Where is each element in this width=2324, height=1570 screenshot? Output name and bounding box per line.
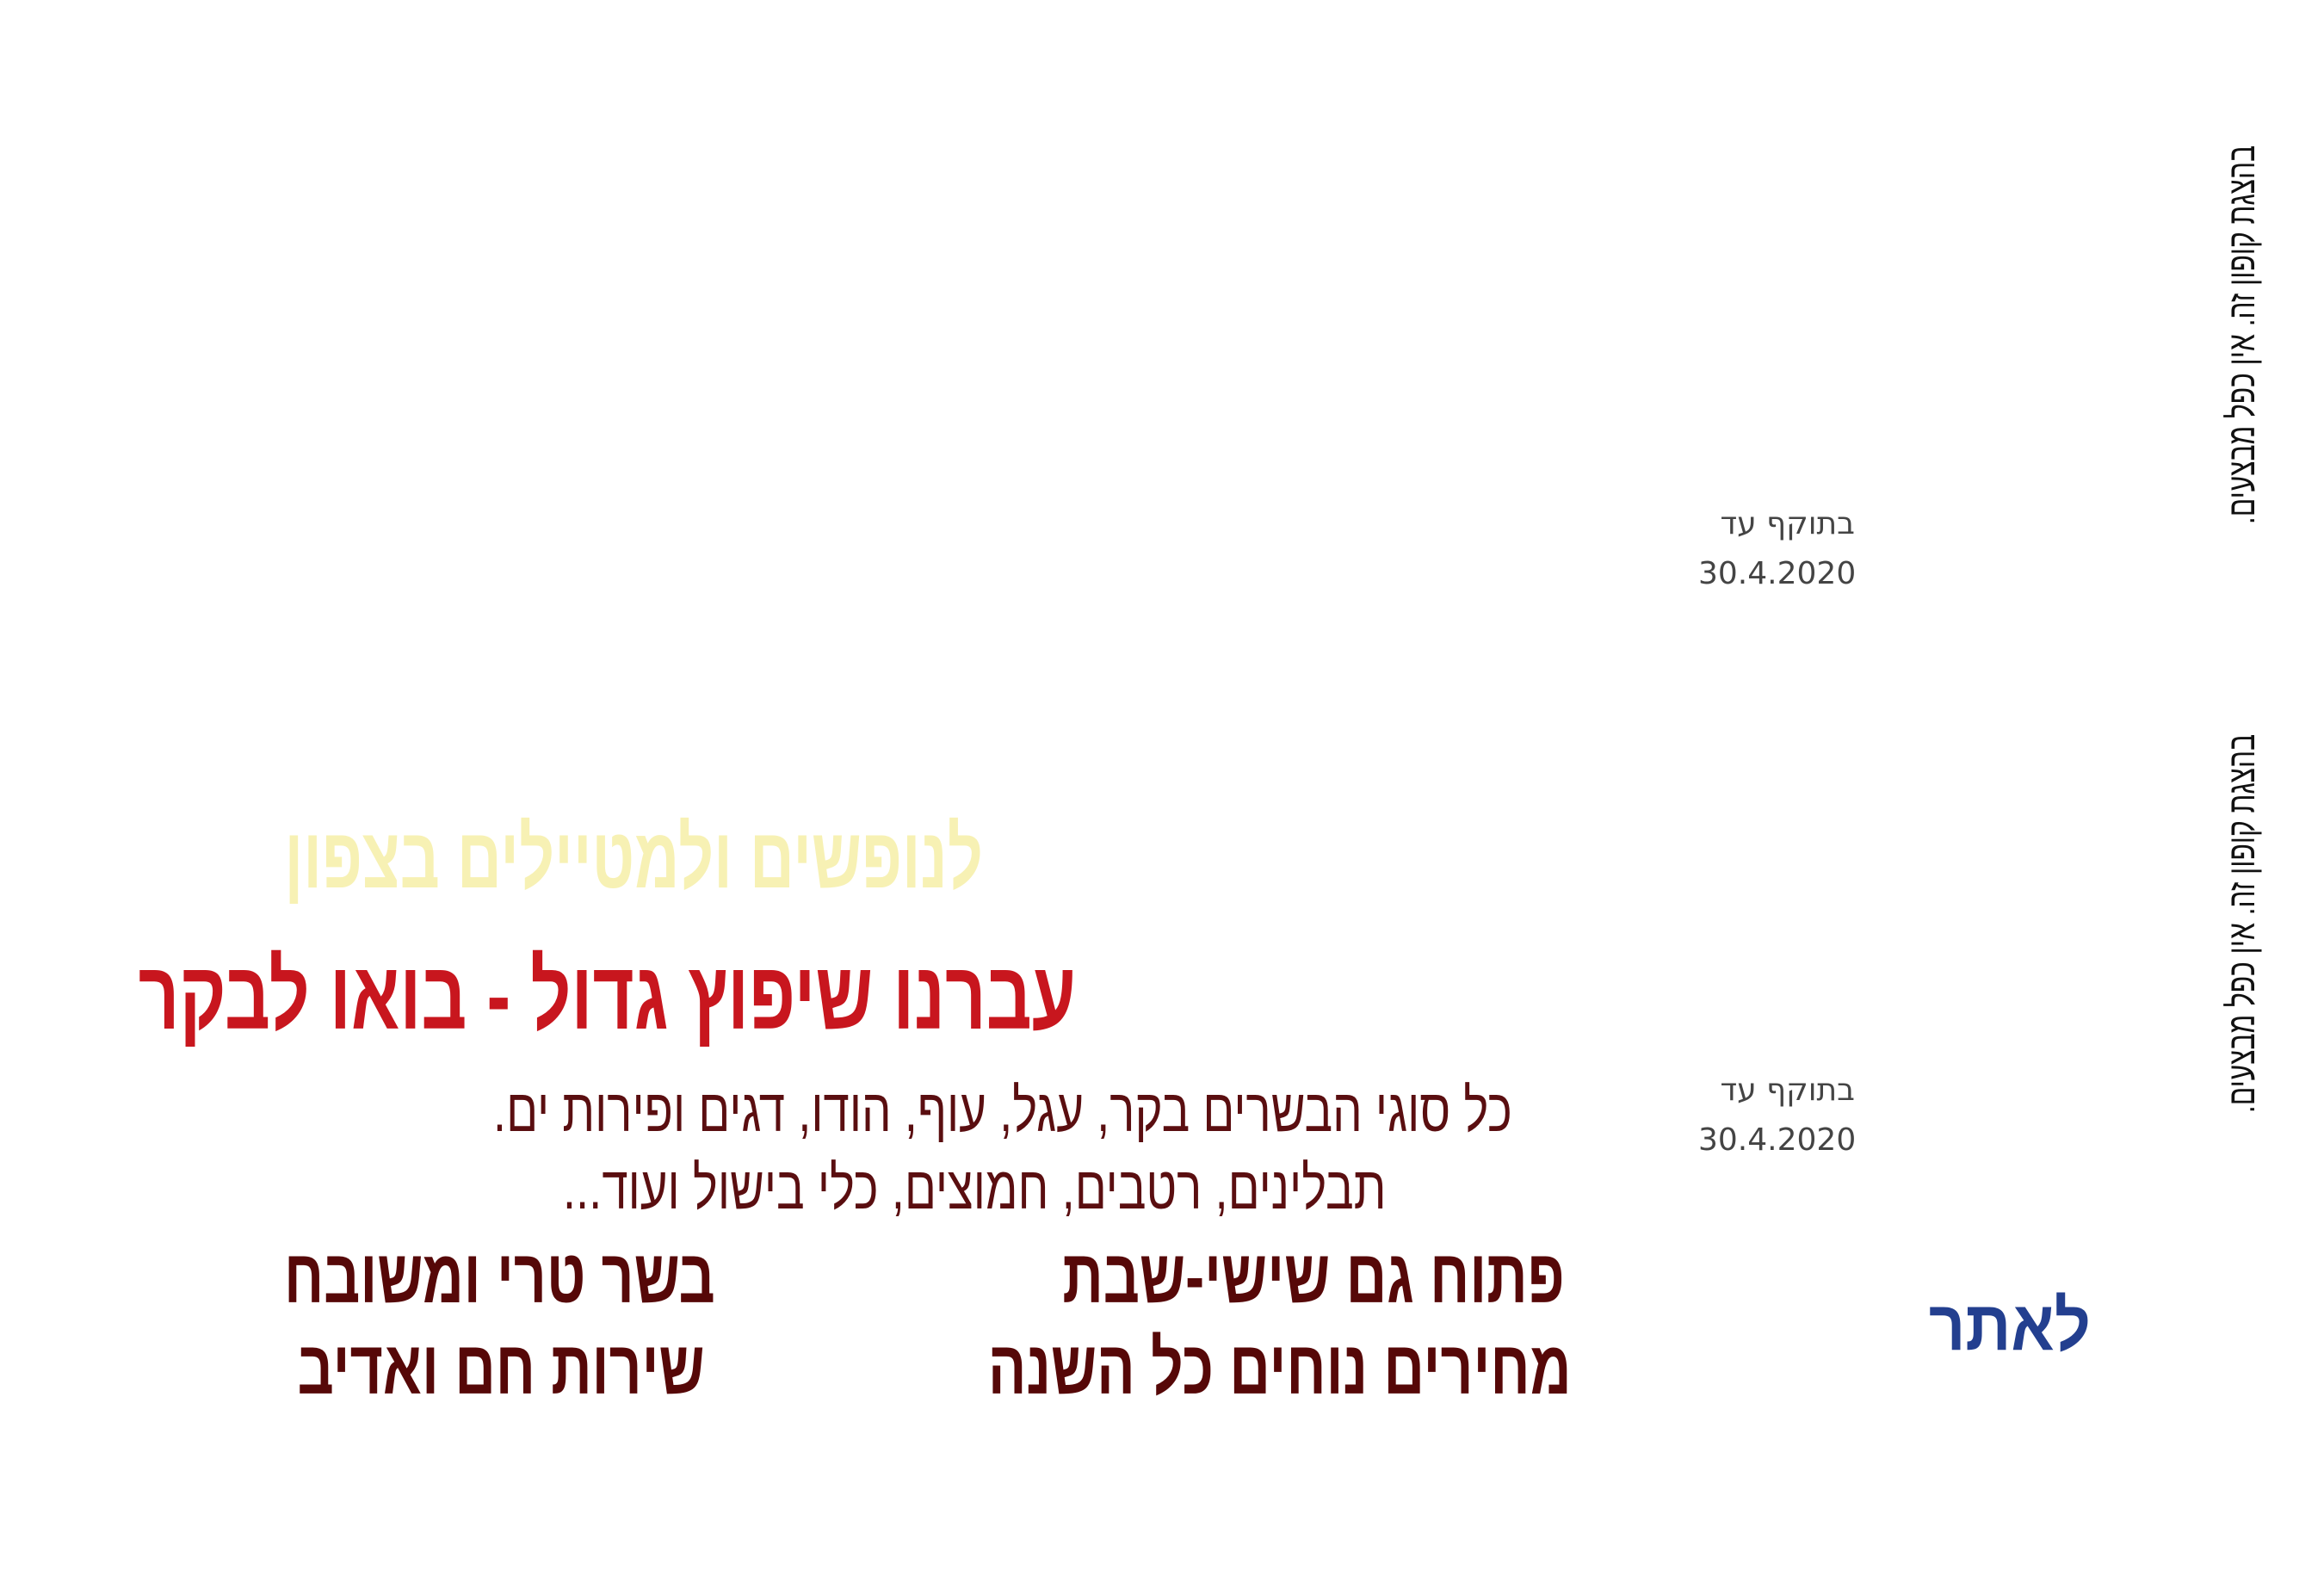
disclaimer-text: בהצגת קופון זה. אין כפל מבצעים. bbox=[2221, 733, 2263, 1114]
feature-fresh-meat: בשר טרי ומשובח bbox=[284, 1233, 715, 1319]
disclaimer-text: בהצגת קופון זה. אין כפל מבצעים. bbox=[2221, 145, 2263, 525]
tagline: לנופשים ולמטיילים בצפון bbox=[284, 810, 983, 906]
feature-open-weekend: פתוח גם שישי-שבת bbox=[1062, 1233, 1565, 1319]
valid-date: 30.4.2020 bbox=[1698, 1122, 1857, 1158]
valid-label: בתוקף עד bbox=[1720, 1072, 1855, 1108]
feature-prices: מחירים נוחים כל השנה bbox=[988, 1325, 1572, 1410]
description-line-2: תבלינים, רטבים, חמוצים, כלי בישול ועוד..… bbox=[562, 1154, 1386, 1221]
coupon-validity-1: בתוקף עד 30.4.2020 bbox=[1698, 499, 1856, 599]
coupon-validity-2: בתוקף עד 30.4.2020 bbox=[1698, 1066, 1856, 1165]
description-line-1: כל סוגי הבשרים בקר, עגל, עוף, הודו, דגים… bbox=[493, 1077, 1512, 1144]
site-link[interactable]: לאתר bbox=[1928, 1287, 2091, 1365]
coupon-disclaimer-2: בהצגת קופון זה. אין כפל מבצעים. bbox=[2221, 660, 2264, 1186]
feature-service: שירות חם ואדיב bbox=[298, 1325, 705, 1410]
valid-date: 30.4.2020 bbox=[1698, 556, 1857, 591]
valid-label: בתוקף עד bbox=[1720, 506, 1855, 541]
headline: עברנו שיפוץ גדול - בואו לבקר bbox=[138, 942, 1076, 1049]
coupon-disclaimer-1: בהצגת קופון זה. אין כפל מבצעים. bbox=[2221, 71, 2264, 597]
